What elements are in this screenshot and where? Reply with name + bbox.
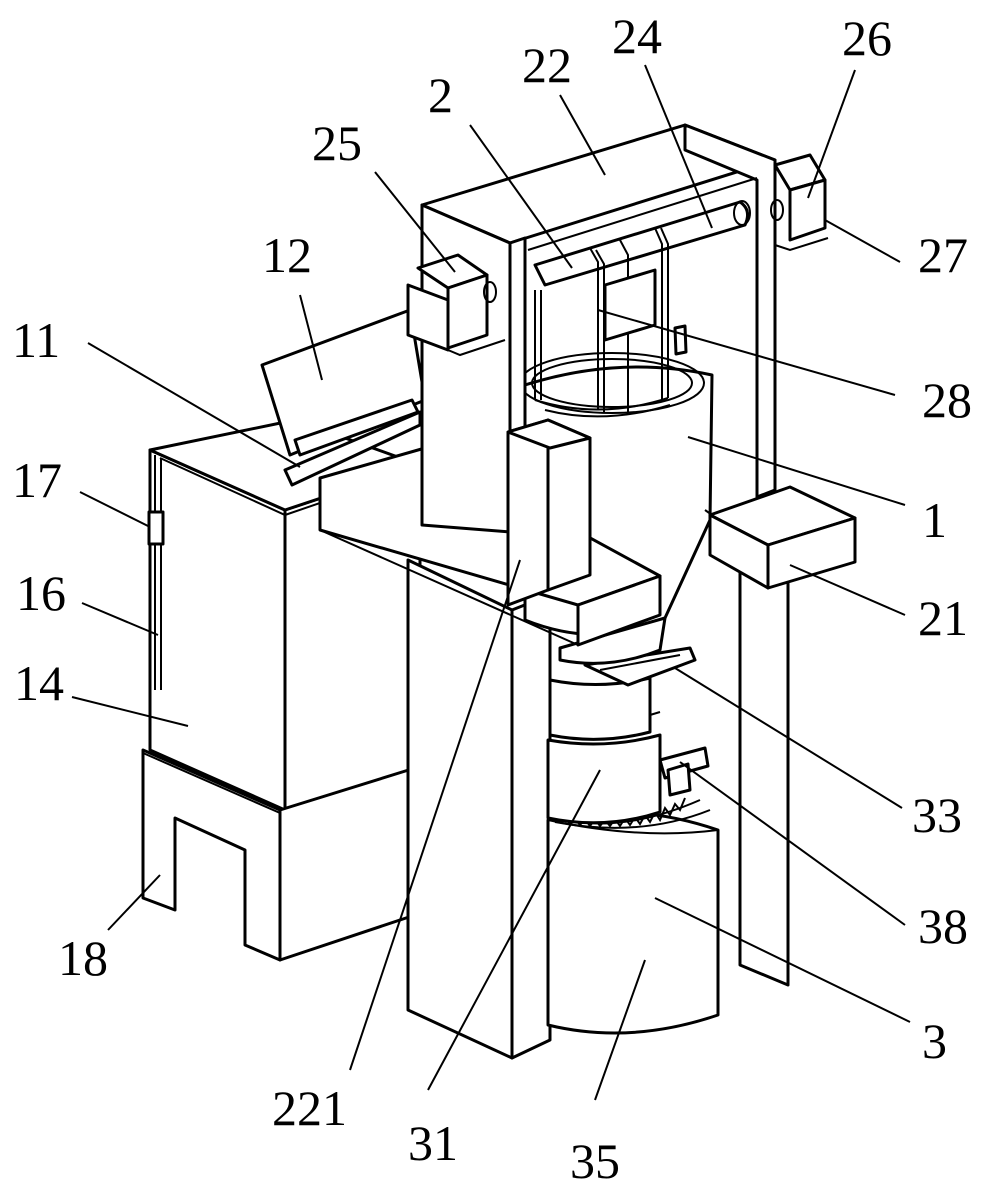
- main-column: [406, 558, 552, 1060]
- reference-numerals: 2 22 24 26 25 27 12 11 28 17 1 16 21 14 …: [12, 8, 972, 1189]
- label-2: 2: [428, 67, 453, 123]
- slide-column: [506, 418, 592, 607]
- label-21: 21: [918, 590, 968, 646]
- label-16: 16: [16, 565, 66, 621]
- label-3: 3: [922, 1013, 947, 1069]
- leader-lines: [71, 64, 911, 1101]
- label-24: 24: [612, 8, 662, 64]
- rotating-shaft: [533, 200, 751, 287]
- rear-support-post: [738, 558, 790, 987]
- label-221: 221: [272, 1080, 347, 1136]
- label-28: 28: [922, 372, 972, 428]
- discharge-tray: [583, 646, 697, 687]
- label-38: 38: [918, 898, 968, 954]
- label-12: 12: [262, 227, 312, 283]
- motor-bracket: [658, 746, 710, 797]
- support-arm-right: [708, 485, 857, 590]
- label-27: 27: [918, 227, 968, 283]
- label-11: 11: [12, 312, 60, 368]
- label-22: 22: [522, 37, 572, 93]
- grinding-drum: [546, 809, 720, 1035]
- label-17: 17: [12, 452, 62, 508]
- label-33: 33: [912, 787, 962, 843]
- label-25: 25: [312, 115, 362, 171]
- rotating-cylinder: [546, 676, 662, 825]
- storage-cabinet: [148, 418, 422, 812]
- discharge-chute: [283, 398, 422, 487]
- label-35: 35: [570, 1133, 620, 1189]
- label-31: 31: [408, 1115, 458, 1171]
- left-motor: [406, 253, 506, 357]
- side-rail: [147, 455, 165, 690]
- label-26: 26: [842, 10, 892, 66]
- label-14: 14: [14, 655, 64, 711]
- label-18: 18: [58, 930, 108, 986]
- label-1: 1: [922, 492, 947, 548]
